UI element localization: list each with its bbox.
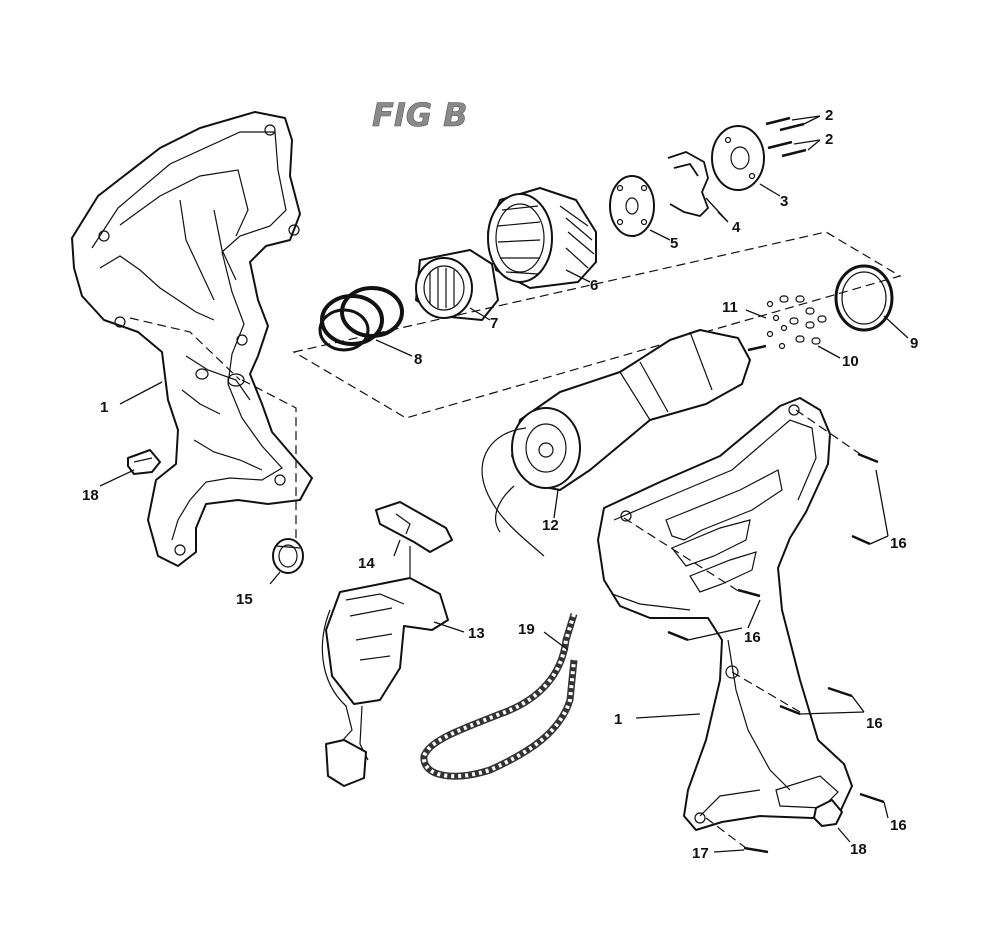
callout-1-right: 1: [614, 711, 622, 728]
callout-14: 14: [358, 555, 375, 572]
guide-line-15: [241, 379, 297, 540]
callout-18-right: 18: [850, 841, 867, 858]
assembly-outline: [292, 231, 902, 419]
callout-17: 17: [692, 845, 709, 862]
switch-part: [321, 577, 449, 787]
guide-line-16a: [623, 517, 741, 593]
callout-2-top: 2: [825, 107, 833, 124]
clip-part-right: [813, 799, 843, 827]
guide-line-16c: [795, 409, 861, 455]
wrist-strap-part: [420, 612, 578, 780]
screws-part-2: [765, 116, 807, 158]
right-housing-half: [597, 397, 853, 831]
motor-part: [481, 329, 767, 557]
rollers-balls-part: [766, 295, 827, 350]
guide-line-17: [705, 817, 747, 849]
clutch-plate-part: [609, 175, 655, 237]
left-housing-half: [71, 111, 313, 567]
callout-2-bottom: 2: [825, 131, 833, 148]
callout-labels: 1 1 2 2 3 4 5 6 7 8 9 10 11 12 13 14 15 …: [82, 107, 918, 862]
callout-10: 10: [842, 353, 859, 370]
callout-15: 15: [236, 591, 253, 608]
callout-16-b: 16: [744, 629, 761, 646]
callout-16-a: 16: [890, 535, 907, 552]
ring-gear-part: [415, 249, 499, 321]
callout-19: 19: [518, 621, 535, 638]
callout-16-d: 16: [890, 817, 907, 834]
o-ring-part: [834, 264, 894, 332]
callout-3: 3: [780, 193, 788, 210]
callout-5: 5: [670, 235, 678, 252]
callout-1-left: 1: [100, 399, 108, 416]
callout-11: 11: [722, 299, 738, 316]
callout-4: 4: [732, 219, 741, 236]
callout-13: 13: [468, 625, 485, 642]
clip-part-left: [127, 449, 161, 475]
retaining-clips-part: [667, 151, 710, 217]
callout-16-c: 16: [866, 715, 883, 732]
spring-rings-part: [318, 286, 404, 352]
end-cap-part: [272, 538, 304, 574]
guide-line-left: [129, 317, 241, 381]
clutch-housing-part: [487, 187, 597, 289]
screws-part-16-17: [667, 452, 885, 854]
callout-6: 6: [590, 277, 598, 294]
callout-12: 12: [542, 517, 559, 534]
switch-button-part: [375, 501, 453, 553]
leader-lines: [99, 115, 909, 853]
callout-18-left: 18: [82, 487, 99, 504]
mounting-plate-part: [711, 125, 765, 191]
figure-title: FIG B: [372, 96, 468, 134]
callout-8: 8: [414, 351, 422, 368]
callout-9: 9: [910, 335, 918, 352]
callout-7: 7: [490, 315, 498, 332]
